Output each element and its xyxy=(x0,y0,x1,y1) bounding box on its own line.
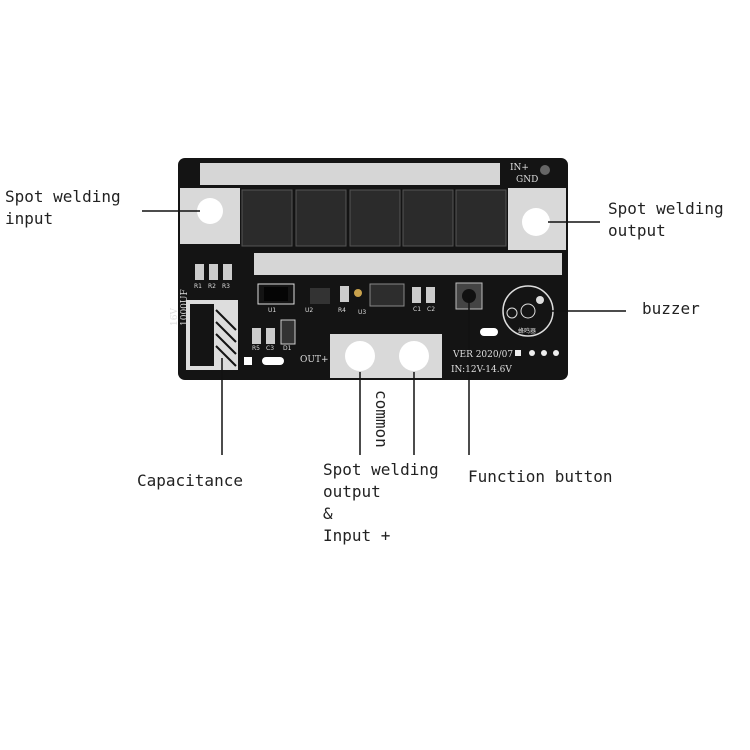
led xyxy=(354,289,362,297)
silk-cap-rating: 16V 1000UF xyxy=(170,289,190,326)
diode-d1 xyxy=(280,319,296,345)
cap-c1 xyxy=(412,287,421,303)
silk-r2: R2 xyxy=(208,283,216,290)
right-pad-hole xyxy=(522,208,550,236)
left-pad-hole xyxy=(197,198,223,224)
cap-c2 xyxy=(426,287,435,303)
silk-version: VER 2020/07 xyxy=(453,350,514,360)
silk-r3: R3 xyxy=(222,283,230,290)
silk-c2: C2 xyxy=(427,306,436,313)
mosfet xyxy=(295,189,347,247)
u1-chip xyxy=(264,287,288,301)
capacitor-body xyxy=(190,304,214,366)
silk-u2: U2 xyxy=(305,307,314,314)
label-common: common xyxy=(372,390,391,448)
silk-r5: R5 xyxy=(252,345,260,352)
silk-gnd: GND xyxy=(516,175,539,185)
silk-u1: U1 xyxy=(268,307,277,314)
resistor-r4 xyxy=(340,286,349,302)
resistor-r2 xyxy=(209,264,218,280)
resistor-r1 xyxy=(195,264,204,280)
silk-buzzer-cn: 蜂鸣器 xyxy=(518,328,537,335)
buzzer-center xyxy=(520,303,536,319)
silk-r4: R4 xyxy=(338,307,346,314)
mosfet xyxy=(402,189,454,247)
middle-copper-strip xyxy=(254,253,562,275)
bottom-pad-hole-output xyxy=(399,341,429,371)
u2-chip xyxy=(310,288,330,304)
label-spot-welding-output: Spot welding output xyxy=(608,199,724,240)
silk-r1: R1 xyxy=(194,283,202,290)
u1-outline xyxy=(257,283,295,305)
label-function-button: Function button xyxy=(468,467,613,486)
slot xyxy=(262,357,284,365)
silk-voltage: IN:12V-14.6V xyxy=(451,365,512,375)
silk-out-plus: OUT+ xyxy=(300,355,329,365)
callout-lines xyxy=(142,210,626,455)
mosfet xyxy=(349,189,401,247)
header-pins xyxy=(515,350,559,356)
resistor-r3 xyxy=(223,264,232,280)
label-spot-welding-output-input: Spot welding output & Input + xyxy=(323,460,439,545)
silk-in-plus: IN+ xyxy=(510,163,529,173)
buzzer-dot xyxy=(536,296,544,304)
silk-d1: D1 xyxy=(283,345,292,352)
bottom-pad-hole-common xyxy=(345,341,375,371)
function-button-cap[interactable] xyxy=(462,289,476,303)
via xyxy=(244,357,252,365)
label-spot-welding-input: Spot welding input xyxy=(5,187,121,228)
mosfet-row xyxy=(241,189,507,247)
cap-c3 xyxy=(266,328,275,344)
buzzer-polarity xyxy=(506,307,518,319)
label-capacitance: Capacitance xyxy=(137,471,243,490)
top-copper-strip xyxy=(200,163,500,185)
silk-c3: C3 xyxy=(266,345,275,352)
mount-hole xyxy=(540,165,550,175)
mosfet xyxy=(241,189,293,247)
slot xyxy=(480,328,498,336)
u3-chip xyxy=(369,283,405,307)
silk-u3: U3 xyxy=(358,309,367,316)
capacitor-stripes xyxy=(215,309,237,367)
mosfet xyxy=(455,189,507,247)
silk-c1: C1 xyxy=(413,306,422,313)
resistor-r5 xyxy=(252,328,261,344)
label-buzzer: buzzer xyxy=(642,299,700,318)
